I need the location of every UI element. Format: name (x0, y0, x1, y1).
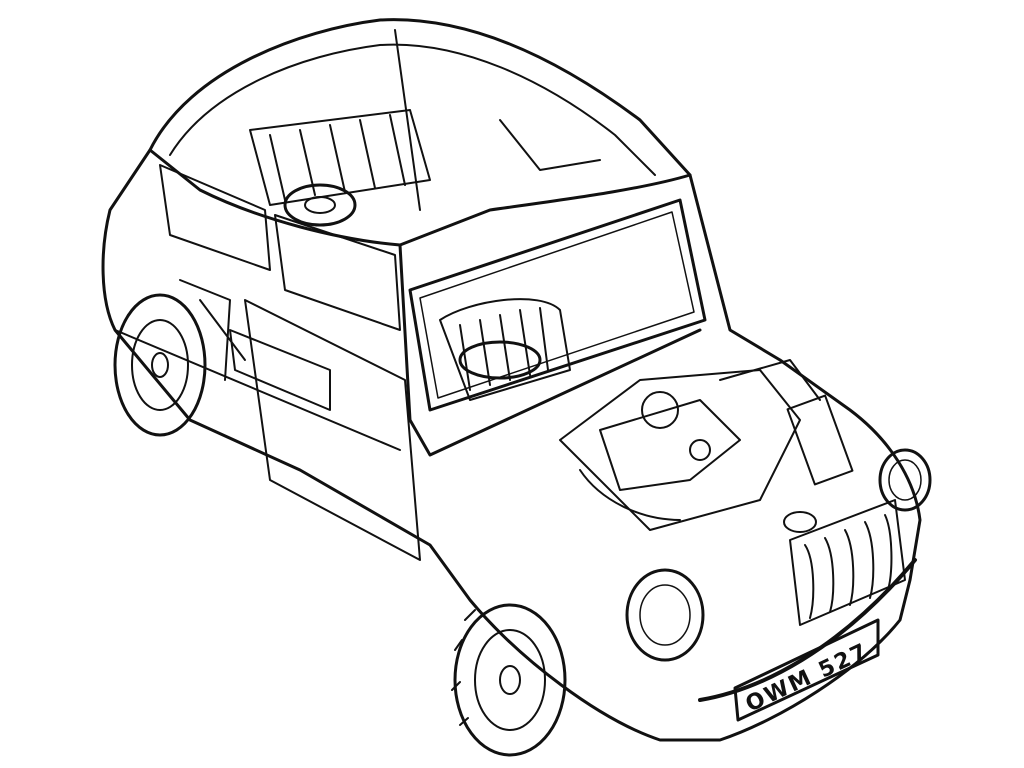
door (244, 299, 421, 561)
car-body (101, 148, 922, 742)
front-seat (439, 298, 571, 401)
rear-seat (249, 109, 431, 206)
license-plate-text: OWM 527 (742, 639, 873, 718)
license-plate: OWM 527 (733, 618, 880, 722)
steering-wheel (458, 340, 542, 380)
front-badge (783, 511, 817, 533)
front-wheel (451, 603, 567, 757)
front-bumper (698, 558, 917, 702)
headlamp-left (625, 568, 705, 662)
radiator (786, 394, 854, 486)
front-grille (789, 499, 906, 626)
headlamp-right (878, 448, 932, 512)
side-windows (159, 164, 401, 331)
engine (559, 359, 821, 531)
fuel-tank (229, 329, 331, 411)
windscreen (408, 198, 707, 412)
rear-suspension (179, 279, 246, 381)
spare-wheel (283, 183, 357, 227)
rear-wheel (113, 293, 207, 437)
roof-frame (148, 18, 692, 247)
